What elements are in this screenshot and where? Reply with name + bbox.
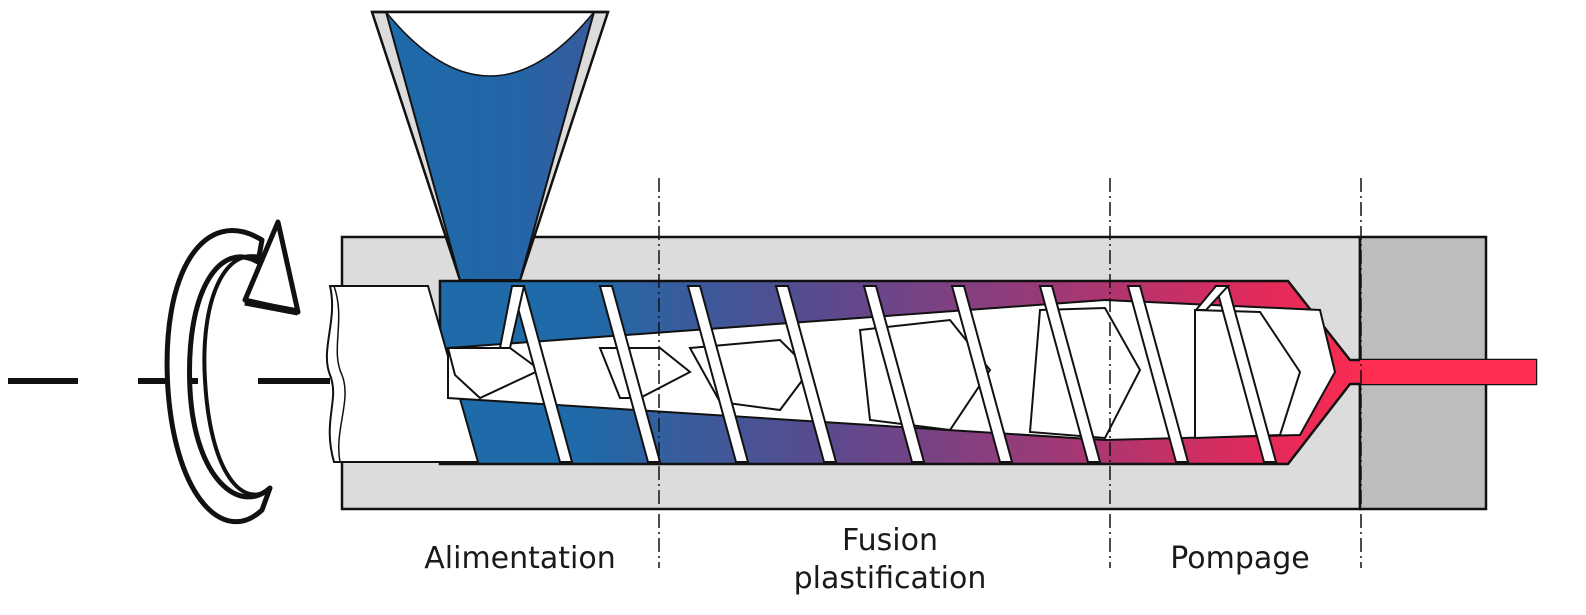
screw <box>325 285 1337 463</box>
hopper <box>370 10 610 282</box>
zone-label-fusion-line2: plastification <box>793 561 987 596</box>
zone-label-fusion-line1: Fusion <box>842 523 938 558</box>
zone-separators <box>658 178 1362 568</box>
zone-label-fusion-plastification: Fusion plastification <box>760 522 1020 598</box>
rotation-arrow-icon <box>164 219 301 524</box>
zone-label-alimentation: Alimentation <box>424 541 616 576</box>
zone-label-pompage: Pompage <box>1170 541 1310 576</box>
